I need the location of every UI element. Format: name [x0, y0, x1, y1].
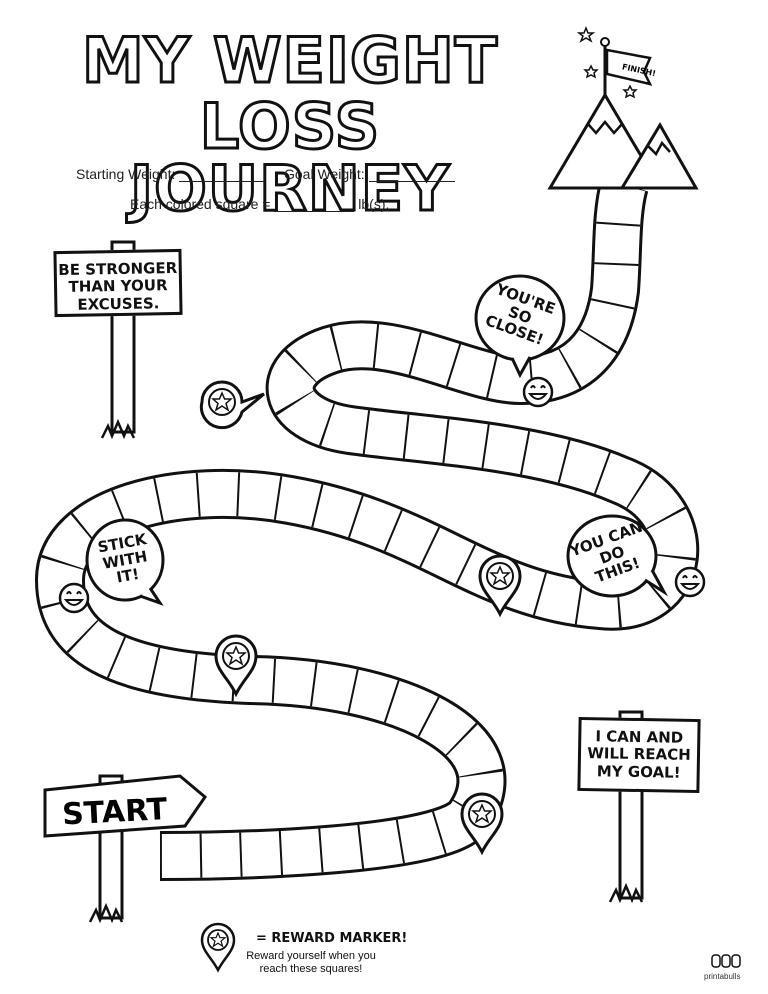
bubble-youre-so-close [474, 274, 566, 379]
star-marker-icon [460, 792, 504, 856]
star-marker-icon [199, 380, 265, 430]
bubble-text-stick-with-it: STICK WITH IT! [96, 530, 149, 587]
sign-bottom-right: I CAN AND WILL REACH MY GOAL! [577, 716, 701, 794]
starting-weight-row: Starting Weight: [76, 166, 266, 182]
grass-icon [88, 902, 124, 924]
start-sign-text: START [61, 792, 168, 832]
goal-weight-row: Goal Weight: [284, 166, 455, 182]
grass-icon [100, 418, 136, 440]
legend-label: = REWARD MARKER! [256, 931, 408, 946]
smiley-face-icon [674, 566, 706, 598]
page-title-line-1: MY WEIGHT [80, 24, 499, 97]
flag-icon: FINISH! [600, 37, 657, 95]
sign-top-left: BE STRONGER THAN YOUR EXCUSES. [53, 248, 183, 318]
start-sign: START [43, 774, 208, 838]
star-marker-icon [214, 634, 258, 698]
square-value-field[interactable] [274, 197, 355, 212]
goal-weight-label: Goal Weight: [284, 166, 365, 182]
bubble-stick-with-it [85, 518, 165, 606]
brand-logo [711, 954, 741, 968]
mountain-icon [547, 92, 699, 190]
star-icon [576, 25, 638, 99]
page-title-line-2: LOSS JOURNEY [129, 90, 451, 225]
smiley-face-icon [58, 582, 90, 614]
goal-weight-field[interactable] [368, 167, 455, 182]
legend-description: Reward yourself when you reach these squ… [246, 950, 376, 975]
square-value-row: Each colored square = lb(s). [130, 196, 389, 212]
star-marker-icon [200, 922, 236, 973]
brand-text: printabulls [704, 972, 741, 981]
square-value-suffix: lb(s). [358, 196, 390, 212]
bubble-you-can-do-this [566, 514, 669, 598]
star-marker-icon [478, 554, 522, 618]
starting-weight-field[interactable] [179, 167, 266, 182]
starting-weight-label: Starting Weight: [76, 166, 176, 182]
smiley-face-icon [522, 376, 554, 408]
grass-icon [608, 882, 644, 904]
square-value-prefix: Each colored square = [130, 196, 271, 212]
